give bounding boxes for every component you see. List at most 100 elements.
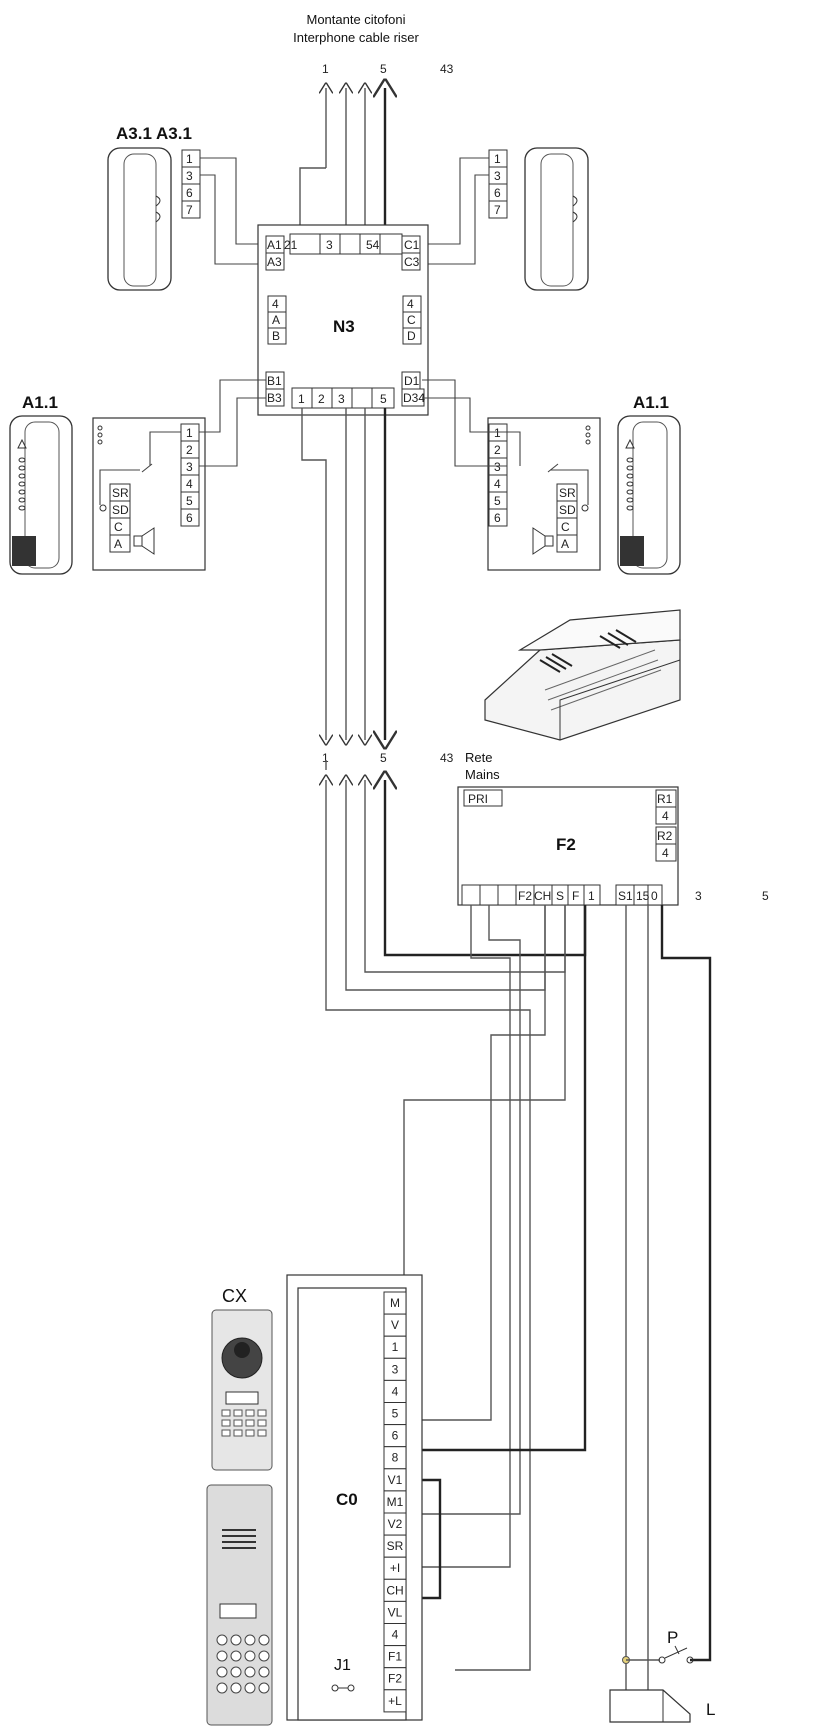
svg-text:A: A: [272, 313, 280, 327]
svg-text:PRI: PRI: [468, 792, 488, 806]
f2-outside-label-3: 3: [695, 889, 702, 903]
svg-text:2: 2: [318, 392, 325, 406]
svg-text:5: 5: [380, 392, 387, 406]
panel-terminal-label: SR: [387, 1539, 404, 1553]
svg-text:S1: S1: [618, 889, 633, 903]
riser-up-wires: [299, 88, 385, 232]
handset-bottom-left-icon: [9, 415, 73, 575]
svg-text:1: 1: [494, 426, 501, 440]
panel-terminal-label: +I: [390, 1561, 400, 1575]
f2-outside-label-5: 5: [762, 889, 769, 903]
panel-terminal-label: F1: [388, 1650, 402, 1664]
svg-text:6: 6: [186, 511, 193, 525]
lock-label: L: [706, 1700, 715, 1719]
svg-text:15: 15: [636, 889, 650, 903]
svg-text:54: 54: [366, 238, 380, 252]
svg-text:C3: C3: [404, 255, 420, 269]
panel-terminal-label: 3: [392, 1362, 399, 1376]
panel-terminal-label: V1: [388, 1473, 403, 1487]
svg-text:3: 3: [494, 460, 501, 474]
svg-text:D: D: [407, 329, 416, 343]
handset-interface-bottom-right: 1 2 3 4 5 6 SR SD C A: [487, 417, 601, 571]
panel-terminal-label: M1: [387, 1495, 404, 1509]
panel-terminal-label: 6: [392, 1429, 399, 1443]
panel-terminal-label: 8: [392, 1451, 399, 1465]
panel-terminal-label: V: [391, 1318, 399, 1332]
svg-text:F2: F2: [518, 889, 532, 903]
f2-title: F2: [556, 835, 576, 854]
svg-text:C: C: [114, 520, 123, 534]
entrance-panel-keypad-icon: [206, 1484, 273, 1726]
panel-terminal-label: VL: [388, 1605, 403, 1619]
svg-text:A: A: [561, 537, 569, 551]
riser-bottom-label-5: 5: [380, 751, 387, 765]
svg-text:7: 7: [186, 203, 193, 217]
mains-label-it: Rete: [465, 750, 492, 765]
riser-title-en: Interphone cable riser: [293, 30, 419, 45]
svg-text:6: 6: [494, 186, 501, 200]
panel-terminal-label: 5: [392, 1407, 399, 1421]
svg-text:2: 2: [494, 443, 501, 457]
svg-text:C: C: [407, 313, 416, 327]
panel-terminal-label: 1: [392, 1340, 399, 1354]
jumper-icon: [331, 1684, 355, 1692]
riser-top-label-1: 1: [322, 62, 329, 76]
riser-title-it: Montante citofoni: [306, 12, 405, 27]
terminal-strip-top-right: 1 3 6 7: [488, 149, 508, 219]
svg-text:4: 4: [662, 846, 669, 860]
riser-down-wires: [301, 408, 385, 740]
panel-terminal-label: +L: [388, 1694, 402, 1708]
panel-terminal-label: V2: [388, 1517, 403, 1531]
panel-terminal-cell: [383, 1689, 407, 1713]
svg-text:4: 4: [272, 297, 279, 311]
panel-terminal-label: M: [390, 1296, 400, 1310]
riser-bottom-label-1: 1: [322, 751, 329, 765]
svg-text:3: 3: [338, 392, 345, 406]
svg-text:B: B: [272, 329, 280, 343]
svg-text:3: 3: [326, 238, 333, 252]
riser-top-label-5: 5: [380, 62, 387, 76]
svg-text:R1: R1: [657, 792, 673, 806]
svg-text:SR: SR: [112, 486, 129, 500]
riser-bottom-label-43: 43: [440, 751, 454, 765]
svg-text:4: 4: [186, 477, 193, 491]
entrance-panel-cx-icon: [211, 1309, 273, 1471]
panel-terminal-label: F2: [388, 1672, 402, 1686]
svg-text:0: 0: [651, 889, 658, 903]
svg-text:3: 3: [186, 169, 193, 183]
svg-text:6: 6: [494, 511, 501, 525]
svg-text:A: A: [114, 537, 122, 551]
mains-label-en: Mains: [465, 767, 500, 782]
handset-interface-bottom-left: 1 2 3 4 5 6 SR SD C A: [92, 417, 206, 571]
svg-text:B3: B3: [267, 391, 282, 405]
svg-text:4: 4: [662, 809, 669, 823]
svg-text:D1: D1: [404, 374, 420, 388]
riser-top-label-43: 43: [440, 62, 454, 76]
svg-text:D34: D34: [403, 391, 425, 405]
svg-text:3: 3: [186, 460, 193, 474]
svg-text:4: 4: [494, 477, 501, 491]
power-supply-f2: PRI R1 4 R2 4 F2 CH S F 1 S1 15 0: [457, 786, 679, 906]
svg-text:1: 1: [588, 889, 595, 903]
svg-text:7: 7: [494, 203, 501, 217]
handset-top-right-icon: [524, 147, 589, 291]
svg-text:SD: SD: [112, 503, 129, 517]
svg-text:1: 1: [186, 426, 193, 440]
panel-terminal-label: 4: [392, 1384, 399, 1398]
n3-title: N3: [333, 317, 355, 336]
svg-text:CH: CH: [534, 889, 551, 903]
handset-bottom-right-label: A1.1: [633, 393, 669, 412]
panel-wires: [326, 760, 712, 1690]
panel-title: C0: [336, 1490, 358, 1509]
svg-text:4: 4: [407, 297, 414, 311]
jumper-label: J1: [334, 1657, 351, 1674]
panel-terminal-label: 4: [392, 1628, 399, 1642]
handset-top-left-label: A3.1 A3.1: [116, 124, 192, 143]
terminal-strip-top-left: 1 3 6 7: [181, 149, 201, 219]
svg-text:C: C: [561, 520, 570, 534]
svg-text:1: 1: [298, 392, 305, 406]
svg-text:5: 5: [186, 494, 193, 508]
svg-text:A1: A1: [267, 238, 282, 252]
electric-lock-icon: [609, 1689, 691, 1723]
